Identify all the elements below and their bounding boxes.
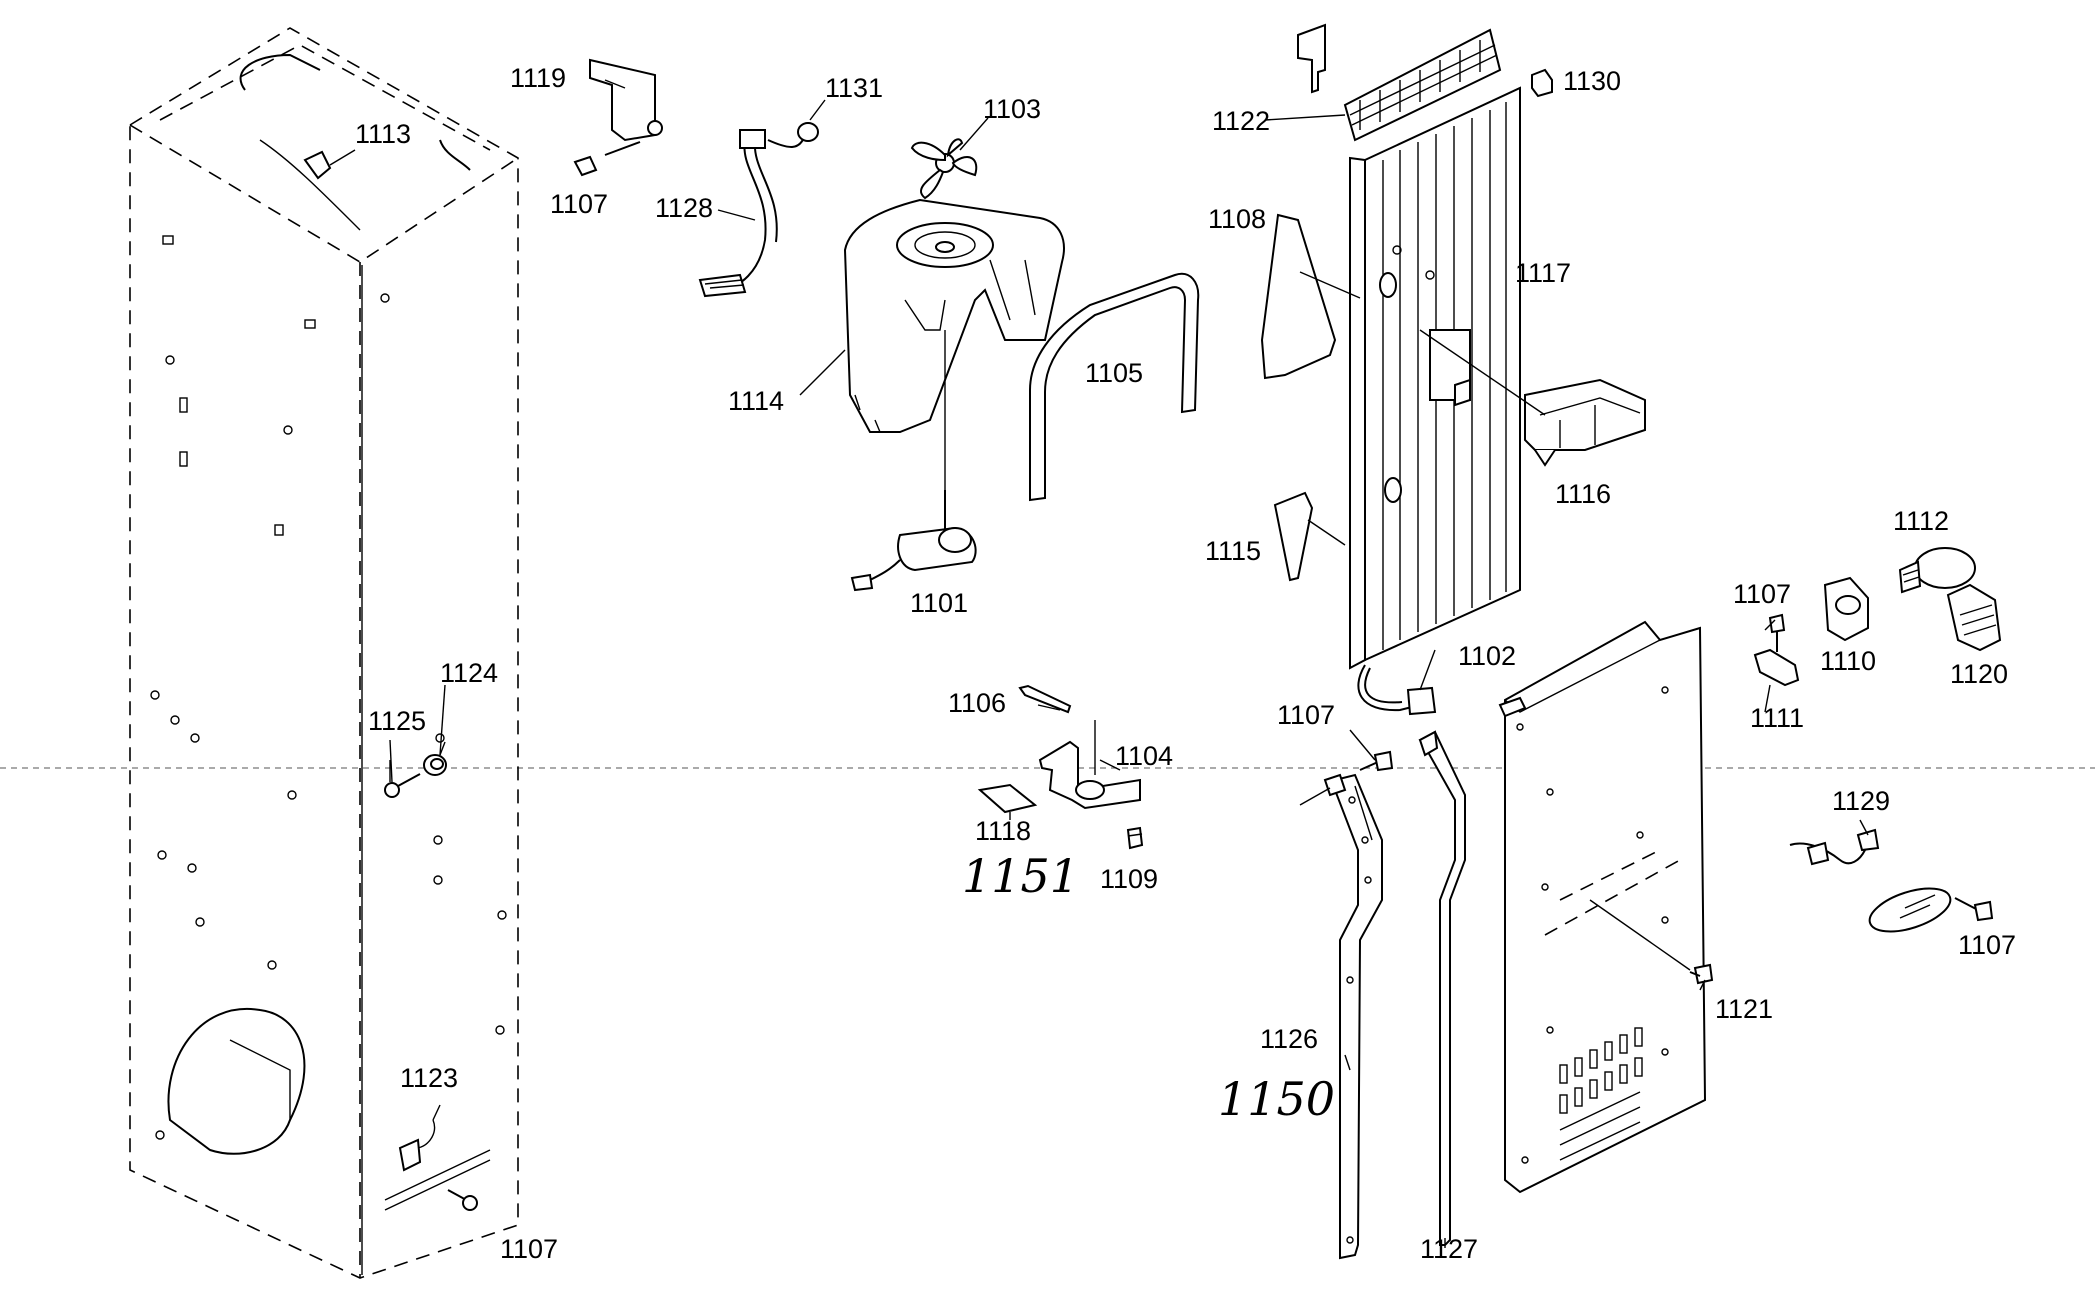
handwritten-1150: 1150 bbox=[1218, 1072, 1335, 1126]
part-labels: 1119 1131 1103 1113 1107 1128 1114 1105 … bbox=[355, 63, 2016, 1264]
label-1114: 1114 bbox=[728, 386, 784, 416]
part-1105-gasket bbox=[1029, 272, 1200, 502]
label-1118: 1118 bbox=[975, 816, 1031, 846]
label-1128: 1128 bbox=[655, 193, 713, 223]
part-1113-clip bbox=[303, 150, 332, 180]
label-1111: 1111 bbox=[1750, 703, 1804, 733]
part-1126-rail bbox=[1299, 773, 1383, 1260]
label-1129: 1129 bbox=[1832, 786, 1890, 816]
part-1119-bracket bbox=[573, 58, 663, 177]
part-1115-wedge bbox=[1273, 491, 1314, 582]
part-1120-lens bbox=[1946, 583, 2002, 652]
label-1117: 1117 bbox=[1515, 258, 1571, 288]
part-1127-rail bbox=[1418, 730, 1466, 1246]
label-1115: 1115 bbox=[1205, 536, 1261, 566]
label-1123: 1123 bbox=[400, 1063, 458, 1093]
part-1128-wire-harness bbox=[698, 122, 819, 298]
label-1108: 1108 bbox=[1208, 204, 1266, 234]
label-1106: 1106 bbox=[948, 688, 1006, 718]
label-1113: 1113 bbox=[355, 119, 411, 149]
label-1126: 1126 bbox=[1260, 1024, 1318, 1054]
part-1131-connector bbox=[797, 122, 819, 142]
label-1130: 1130 bbox=[1563, 66, 1621, 96]
label-1107-c: 1107 bbox=[1277, 700, 1335, 730]
part-1123-bracket bbox=[398, 1119, 478, 1211]
label-1107-d: 1107 bbox=[1958, 930, 2016, 960]
part-1103-fan-blade bbox=[910, 138, 978, 200]
part-1125-1124-switch bbox=[384, 741, 447, 798]
part-1109-screw bbox=[1126, 826, 1144, 850]
handwritten-1151: 1151 bbox=[962, 849, 1079, 903]
rear-panel bbox=[1498, 620, 1707, 1194]
label-1125: 1125 bbox=[368, 706, 426, 736]
label-1112: 1112 bbox=[1893, 506, 1949, 536]
cabinet-outline bbox=[129, 27, 519, 1279]
label-1121: 1121 bbox=[1715, 994, 1773, 1024]
part-1102-harness bbox=[1357, 664, 1437, 716]
part-1114-fan-shroud bbox=[843, 198, 1065, 433]
part-1121-screw bbox=[1589, 899, 1714, 985]
part-1110-socket bbox=[1823, 576, 1869, 642]
label-1122: 1122 bbox=[1212, 106, 1270, 136]
label-1124: 1124 bbox=[440, 658, 498, 688]
part-1129-sensor bbox=[1789, 828, 1994, 933]
label-1103: 1103 bbox=[983, 94, 1041, 124]
label-1131: 1131 bbox=[825, 73, 883, 103]
label-1107-e: 1107 bbox=[500, 1234, 558, 1264]
part-1116-bracket bbox=[1524, 378, 1646, 467]
label-1104: 1104 bbox=[1115, 741, 1173, 771]
label-1116: 1116 bbox=[1555, 479, 1611, 509]
part-1112-bulb bbox=[1898, 547, 1976, 594]
part-1117-evaporator-cover bbox=[1349, 86, 1521, 670]
part-1130-block bbox=[1531, 68, 1553, 98]
label-1107-a: 1107 bbox=[550, 189, 608, 219]
part-1107-screw-c bbox=[1359, 750, 1394, 772]
handwritten-annotations: 1151 1150 bbox=[962, 849, 1335, 1126]
label-1109: 1109 bbox=[1100, 864, 1158, 894]
label-1105: 1105 bbox=[1085, 358, 1143, 388]
label-1101: 1101 bbox=[910, 588, 968, 618]
part-1104-bracket bbox=[1038, 720, 1141, 810]
leader-lines bbox=[389, 79, 1869, 1248]
part-1111-bracket bbox=[1753, 613, 1800, 687]
label-1120: 1120 bbox=[1950, 659, 2008, 689]
label-1110: 1110 bbox=[1820, 646, 1876, 676]
part-1108-baffle bbox=[1260, 213, 1337, 380]
part-1118-pad bbox=[977, 783, 1038, 814]
label-1107-b: 1107 bbox=[1733, 579, 1791, 609]
label-1119: 1119 bbox=[510, 63, 566, 93]
part-1122-grille bbox=[1343, 28, 1502, 142]
top-clip bbox=[1297, 23, 1326, 94]
label-1127: 1127 bbox=[1420, 1234, 1478, 1264]
part-1101-fan-motor bbox=[850, 490, 977, 592]
part-1106-pin bbox=[1018, 684, 1072, 714]
label-1102: 1102 bbox=[1458, 641, 1516, 671]
